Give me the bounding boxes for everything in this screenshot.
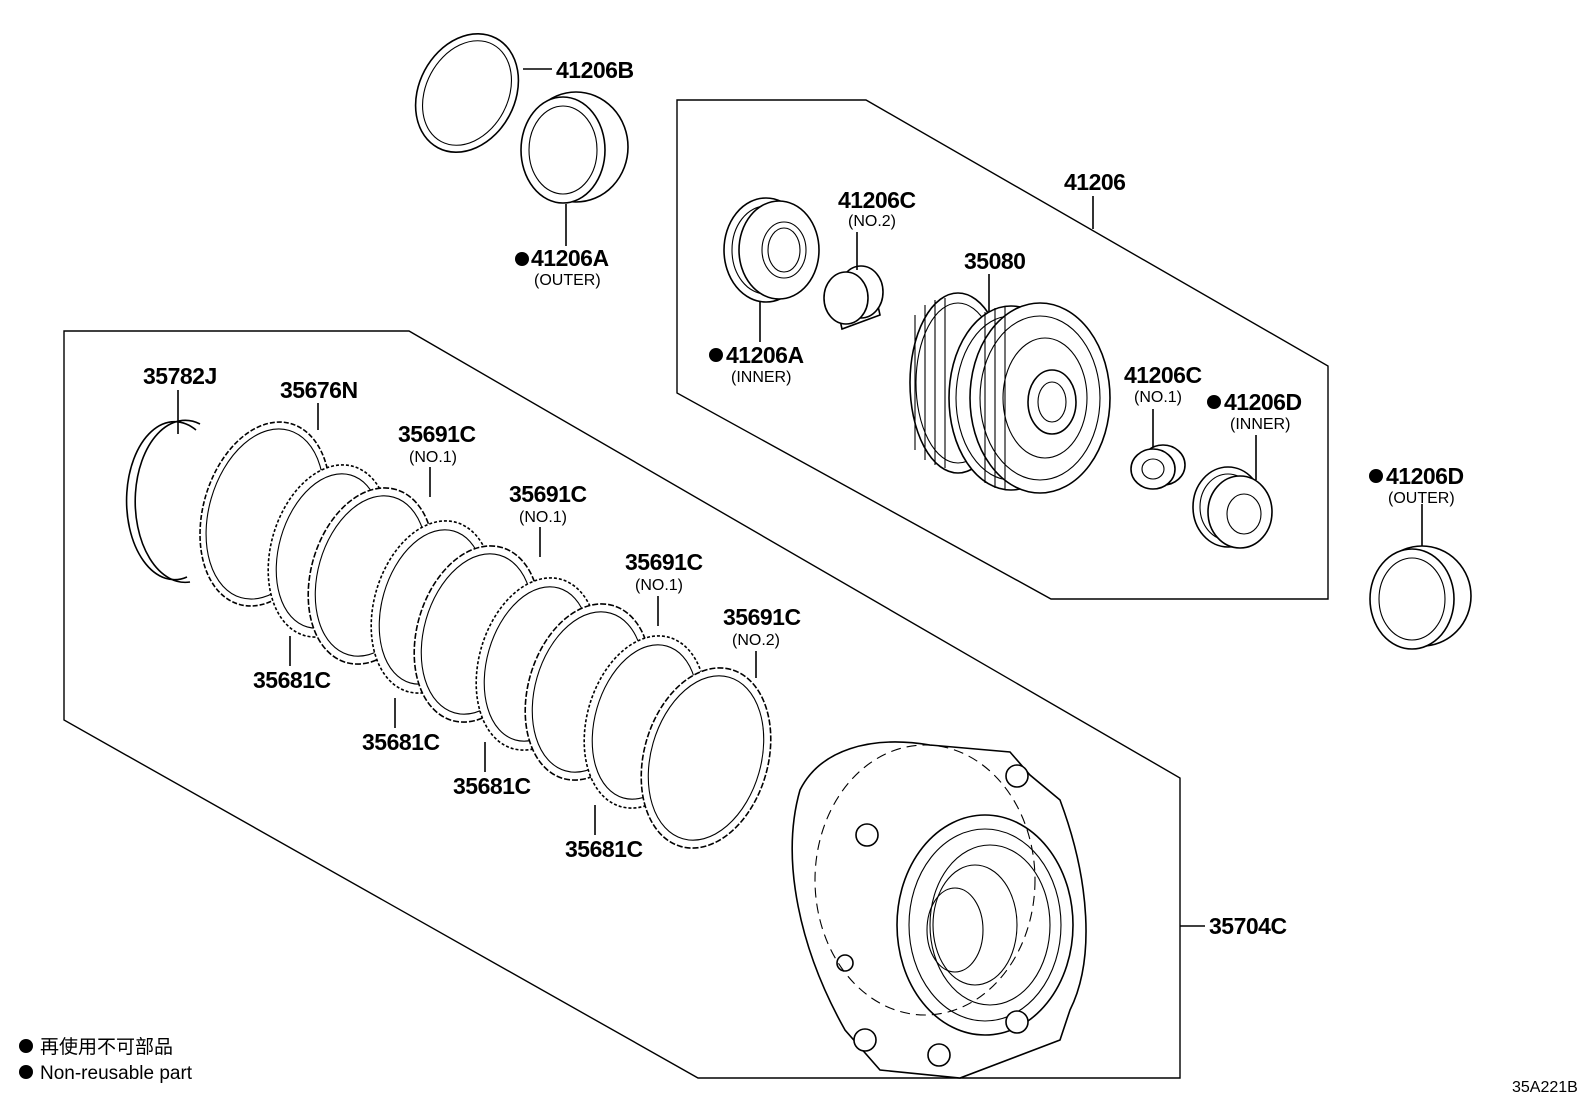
label-41206B: 41206B	[556, 57, 634, 83]
diagram-id: 35A221B	[1512, 1079, 1578, 1096]
legend: 再使用不可部品 Non-reusable part	[19, 1036, 193, 1084]
label-35691C-c: 35691C (NO.1)	[625, 549, 703, 594]
legend-marker-jp	[19, 1039, 33, 1053]
svg-text:41206A: 41206A	[726, 342, 804, 368]
label-35681C-b: 35681C	[362, 729, 440, 755]
label-35704C: 35704C	[1209, 913, 1287, 939]
svg-text:35676N: 35676N	[280, 377, 358, 403]
svg-text:41206B: 41206B	[556, 57, 634, 83]
svg-text:41206D: 41206D	[1224, 389, 1302, 415]
svg-text:(NO.1): (NO.1)	[519, 509, 567, 526]
svg-text:35691C: 35691C	[625, 549, 703, 575]
non-reusable-marker	[709, 348, 723, 362]
svg-text:(OUTER): (OUTER)	[1388, 490, 1455, 507]
label-41206C-no2: 41206C (NO.2)	[838, 187, 916, 230]
gear-35080[interactable]	[909, 292, 1111, 494]
svg-text:(NO.2): (NO.2)	[848, 213, 896, 230]
svg-text:41206A: 41206A	[531, 245, 609, 271]
svg-text:35681C: 35681C	[565, 836, 643, 862]
group-box-35704C	[63, 330, 1181, 1079]
svg-text:(INNER): (INNER)	[1230, 416, 1290, 433]
label-41206A-outer: 41206A (OUTER)	[515, 245, 609, 289]
svg-text:(NO.1): (NO.1)	[409, 449, 457, 466]
ring-41206B[interactable]	[396, 16, 539, 171]
bearing-race-41206D-outer[interactable]	[1369, 545, 1472, 650]
bearing-41206D-inner[interactable]	[1192, 466, 1273, 549]
svg-text:35782J: 35782J	[143, 363, 217, 389]
label-35691C-d: 35691C (NO.2)	[723, 604, 801, 649]
snap-ring-35782J[interactable]	[125, 419, 201, 584]
svg-text:35080: 35080	[964, 248, 1025, 274]
svg-text:35681C: 35681C	[362, 729, 440, 755]
label-41206C-no1: 41206C (NO.1)	[1124, 362, 1202, 406]
svg-text:35681C: 35681C	[453, 773, 531, 799]
bearing-race-41206A-outer[interactable]	[520, 91, 629, 204]
label-41206A-inner: 41206A (INNER)	[709, 342, 804, 386]
svg-text:35691C: 35691C	[509, 481, 587, 507]
non-reusable-marker	[515, 252, 529, 266]
svg-text:41206C: 41206C	[1124, 362, 1202, 388]
non-reusable-marker	[1207, 395, 1221, 409]
label-35080: 35080	[964, 248, 1026, 274]
label-41206D-outer: 41206D (OUTER)	[1369, 463, 1464, 507]
svg-text:41206: 41206	[1064, 169, 1125, 195]
clutch-plate-35691C-4[interactable]	[621, 652, 791, 863]
svg-text:再使用不可部品: 再使用不可部品	[40, 1036, 173, 1058]
label-35681C-a: 35681C	[253, 667, 331, 693]
svg-text:(OUTER): (OUTER)	[534, 272, 601, 289]
label-35681C-c: 35681C	[453, 773, 531, 799]
svg-text:35681C: 35681C	[253, 667, 331, 693]
label-35782J: 35782J	[143, 363, 217, 389]
svg-text:(NO.1): (NO.1)	[1134, 389, 1182, 406]
group-box-41206	[676, 99, 1329, 600]
bearing-41206A-inner[interactable]	[723, 197, 820, 303]
drum-35704C[interactable]	[791, 741, 1087, 1079]
svg-text:41206C: 41206C	[838, 187, 916, 213]
svg-text:(NO.1): (NO.1)	[635, 577, 683, 594]
label-35691C-a: 35691C (NO.1)	[398, 421, 476, 466]
leader-lines	[177, 68, 1423, 927]
label-35681C-d: 35681C	[565, 836, 643, 862]
legend-marker-en	[19, 1065, 33, 1079]
svg-text:(NO.2): (NO.2)	[732, 632, 780, 649]
svg-text:35704C: 35704C	[1209, 913, 1287, 939]
label-41206: 41206	[1064, 169, 1126, 195]
label-35676N: 35676N	[280, 377, 358, 403]
svg-text:35691C: 35691C	[723, 604, 801, 630]
bearing-41206C-no1[interactable]	[1130, 444, 1186, 490]
bearing-41206C-no2[interactable]	[823, 265, 884, 331]
label-35691C-b: 35691C (NO.1)	[509, 481, 587, 526]
svg-text:(INNER): (INNER)	[731, 369, 791, 386]
svg-text:35691C: 35691C	[398, 421, 476, 447]
svg-text:Non-reusable part: Non-reusable part	[40, 1063, 193, 1084]
non-reusable-marker	[1369, 469, 1383, 483]
svg-text:41206D: 41206D	[1386, 463, 1464, 489]
label-41206D-inner: 41206D (INNER)	[1207, 389, 1302, 433]
